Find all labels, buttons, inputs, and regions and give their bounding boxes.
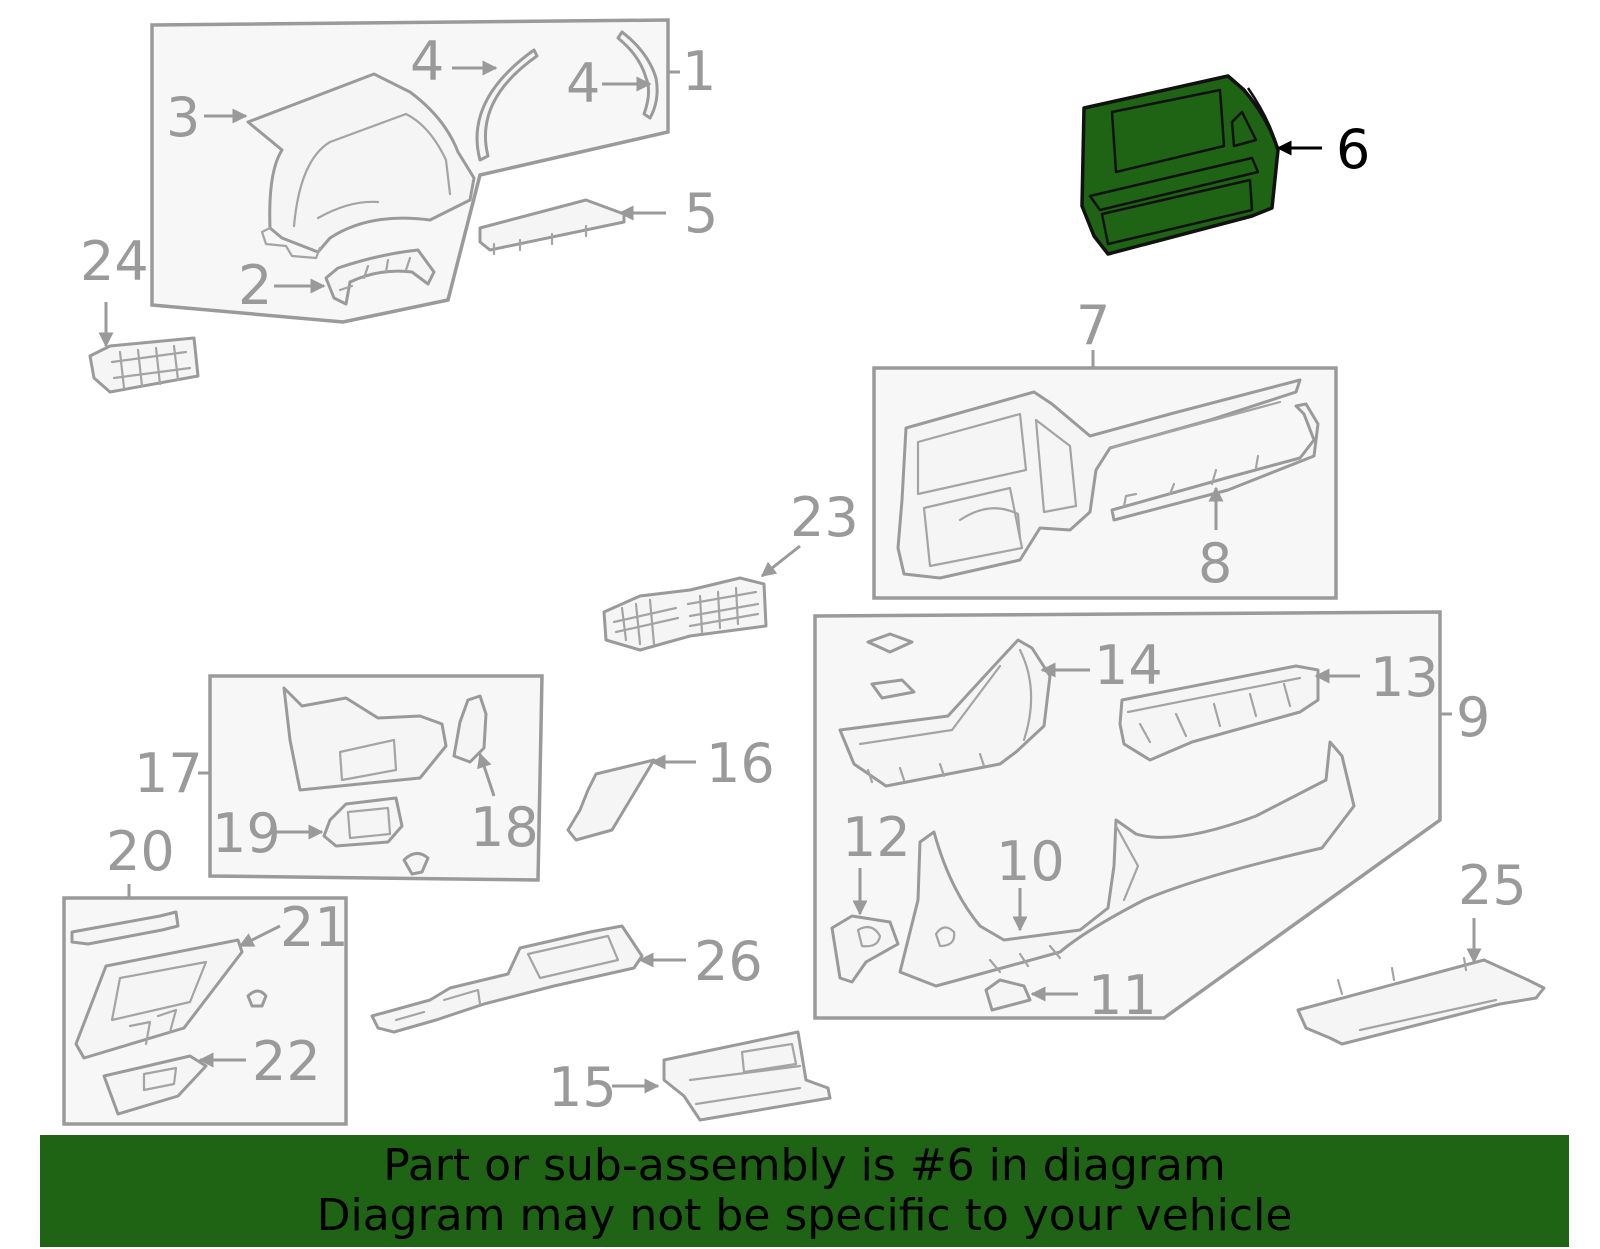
callout-17: 17 [134, 742, 203, 805]
part-26-bracket[interactable] [370, 924, 644, 1034]
part-18-bracket[interactable] [452, 694, 488, 764]
part-17-clip[interactable] [402, 852, 430, 876]
callout-23: 23 [790, 486, 859, 549]
callout-5: 5 [684, 182, 718, 245]
part-10-console-side[interactable] [898, 740, 1356, 988]
callout-24: 24 [80, 230, 149, 293]
part-11-clip[interactable] [984, 978, 1032, 1012]
part-4-seal-strip-b[interactable] [616, 30, 659, 120]
part-7-instrument-panel[interactable] [896, 378, 1302, 580]
callout-2: 2 [238, 254, 272, 317]
callout-13: 13 [1370, 646, 1439, 709]
callout-26: 26 [694, 930, 763, 993]
callout-10: 10 [996, 830, 1065, 893]
callout-18: 18 [470, 796, 539, 859]
part-3-cluster-hood[interactable] [246, 72, 476, 260]
callout-4b: 4 [566, 52, 600, 115]
callout-16: 16 [706, 732, 775, 795]
part-2-bezel-trim[interactable] [324, 248, 436, 306]
part-24-vent[interactable] [88, 336, 200, 394]
callout-20: 20 [106, 820, 175, 883]
part-15-tray[interactable] [662, 1030, 832, 1122]
part-20-rod[interactable] [70, 910, 180, 946]
part-21-bumper[interactable] [246, 989, 268, 1008]
callout-3: 3 [166, 86, 200, 149]
part-13-switch-panel[interactable] [1118, 664, 1320, 762]
part-19-switch[interactable] [322, 796, 404, 848]
part-9-clip-b[interactable] [870, 678, 916, 700]
callout-11: 11 [1088, 964, 1157, 1027]
part-17-lower-panel[interactable] [282, 686, 448, 792]
part-12-bracket[interactable] [830, 914, 900, 984]
part-25-panel[interactable] [1296, 956, 1546, 1046]
part-5-trim-panel[interactable] [478, 198, 626, 256]
callout-21: 21 [280, 896, 349, 959]
callout-labels: 1 2 3 4 4 5 6 7 8 9 10 11 12 13 14 15 16… [80, 30, 1527, 1119]
callout-22: 22 [252, 1030, 321, 1093]
callout-6: 6 [1336, 118, 1370, 181]
part-9-clip-a[interactable] [866, 632, 914, 654]
callout-8: 8 [1198, 532, 1232, 595]
part-4-seal-strip-a[interactable] [475, 48, 539, 162]
banner-part-line: Part or sub-assembly is #6 in diagram [383, 1140, 1226, 1191]
leader-lines [98, 60, 1482, 1094]
callout-4a: 4 [410, 30, 444, 93]
callout-12: 12 [842, 806, 911, 869]
callout-1: 1 [682, 40, 716, 103]
callout-15: 15 [548, 1056, 617, 1119]
part-21-door-panel[interactable] [74, 938, 244, 1060]
callout-19: 19 [212, 802, 281, 865]
part-23-vent[interactable] [602, 576, 768, 652]
part-6-highlighted[interactable] [1080, 74, 1280, 256]
callout-14: 14 [1094, 634, 1163, 697]
part-22-latch[interactable] [102, 1054, 208, 1116]
banner-disclaimer-line: Diagram may not be specific to your vehi… [316, 1190, 1293, 1241]
callout-9: 9 [1456, 686, 1490, 749]
callout-7: 7 [1076, 294, 1110, 357]
info-banner: Part or sub-assembly is #6 in diagram Di… [40, 1135, 1569, 1247]
part-16-cover[interactable] [566, 758, 656, 842]
part-14-console-panel[interactable] [838, 638, 1052, 788]
callout-25: 25 [1458, 854, 1527, 917]
